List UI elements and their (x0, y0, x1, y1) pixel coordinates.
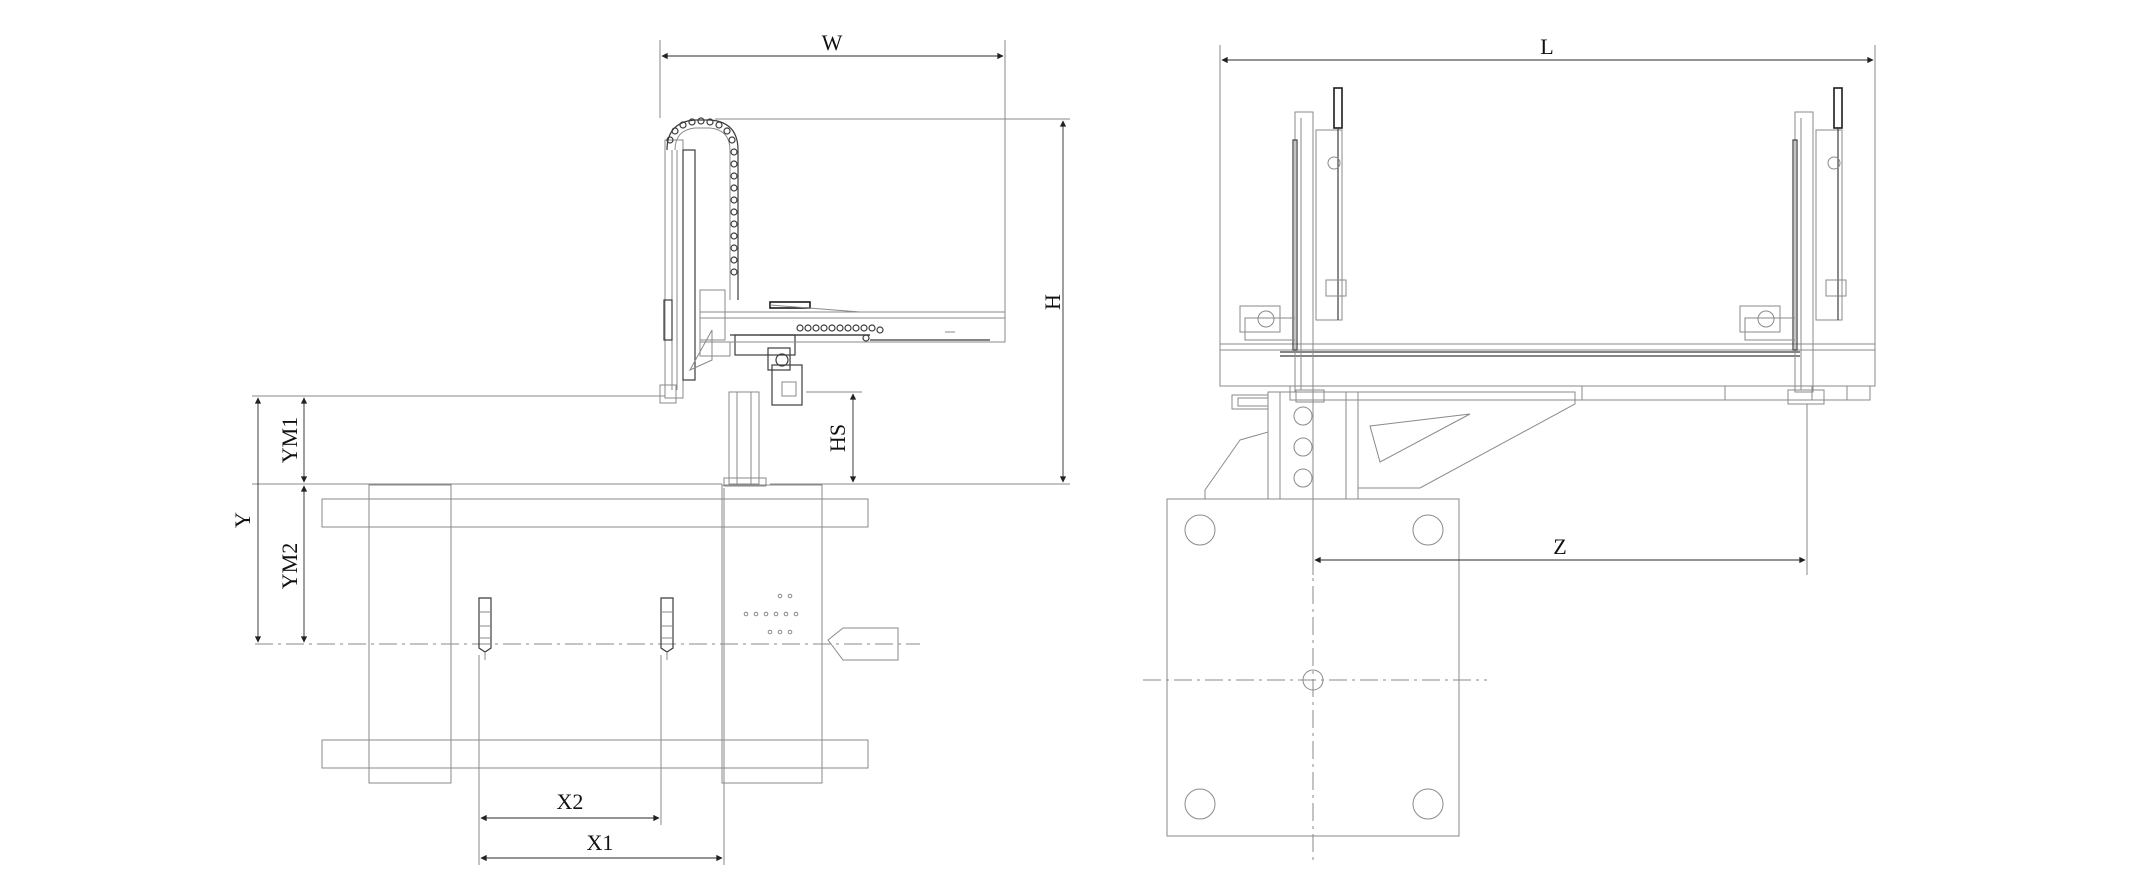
front-beam (1219, 343, 1876, 401)
dim-label-ym1: YM1 (277, 417, 302, 463)
dim-label-ym2: YM2 (277, 543, 302, 589)
dim-label-h: H (1040, 294, 1065, 310)
cable-chain-horizontal (760, 324, 884, 342)
platen (1143, 400, 1487, 860)
side-dimension-lines (254, 52, 1067, 862)
base-support (1204, 391, 1576, 500)
dim-label-w: W (822, 30, 843, 55)
molding-machine (255, 484, 920, 784)
vertical-assembly-left (1237, 87, 1347, 407)
robot-column (723, 391, 767, 487)
vertical-arm (659, 139, 726, 404)
front-extension-lines (1219, 45, 1876, 575)
gripper-left (478, 597, 492, 660)
gripper-right (660, 597, 674, 660)
traverse-beam (699, 301, 1006, 343)
front-dimension-lines (1221, 56, 1874, 564)
vertical-assembly-right (1739, 87, 1847, 405)
dim-label-x1: X1 (587, 830, 614, 855)
side-extension-lines (252, 40, 1070, 865)
dim-label-x2: X2 (557, 789, 584, 814)
dim-label-hs: HS (825, 424, 850, 452)
front-view: L Z (1143, 34, 1876, 860)
dim-label-y: Y (230, 512, 255, 528)
cable-chain-vertical (666, 117, 739, 300)
side-view: W H HS Y YM1 YM2 X2 X1 (230, 30, 1070, 865)
dim-label-l: L (1540, 34, 1553, 59)
dim-label-z: Z (1553, 534, 1566, 559)
